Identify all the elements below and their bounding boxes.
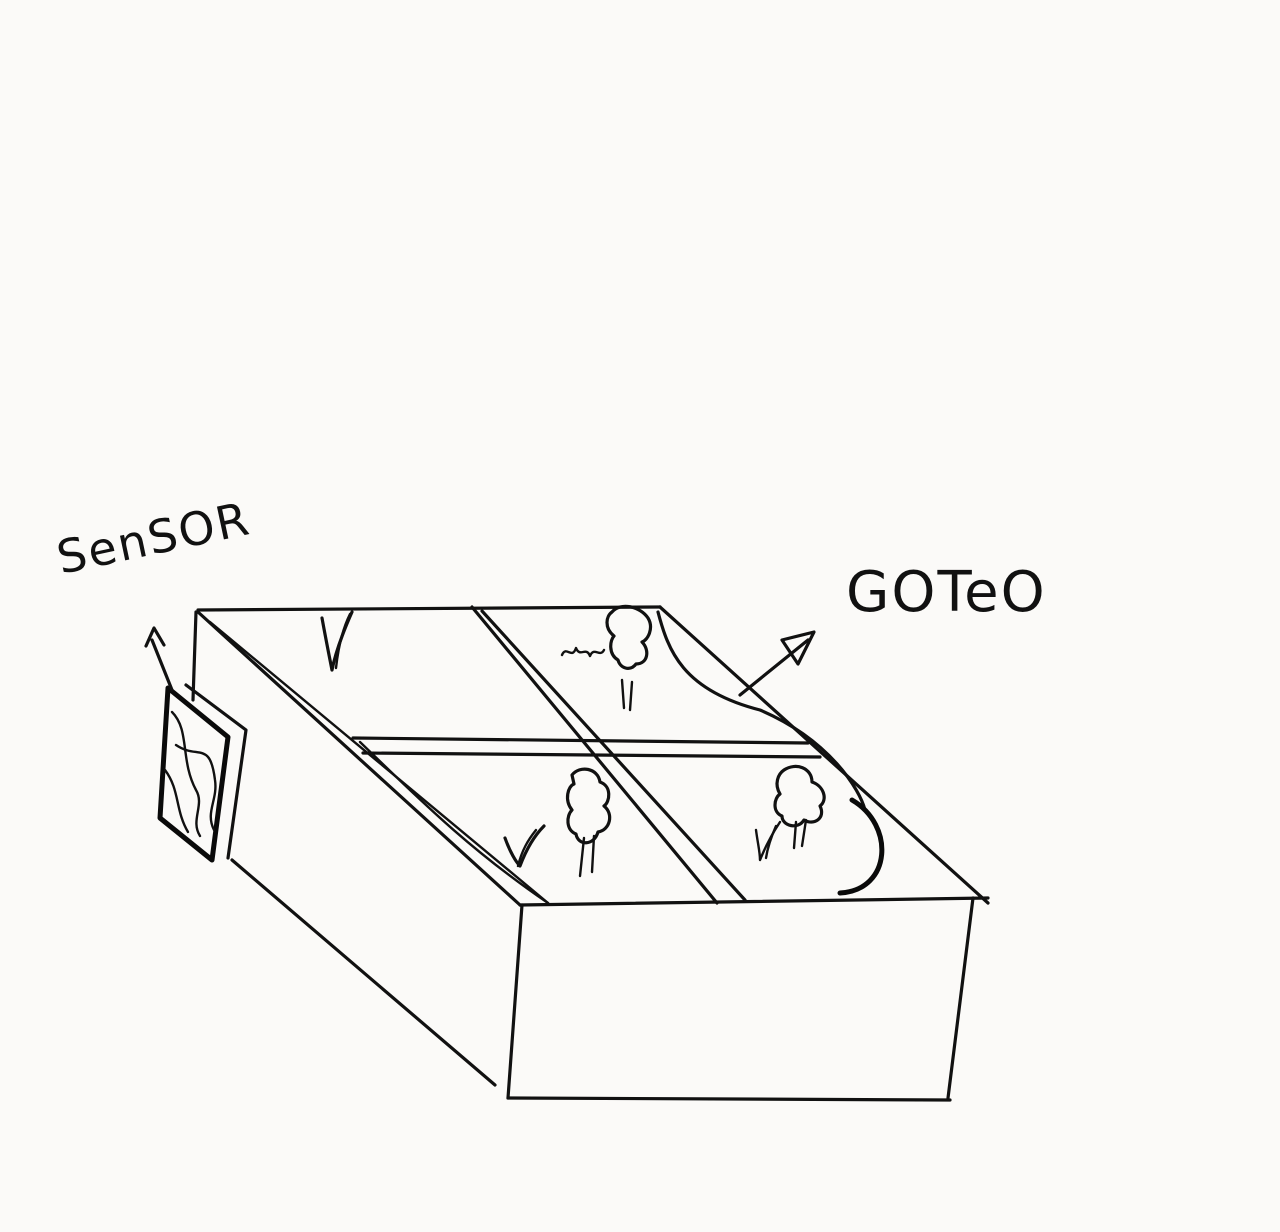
box-front-left-vertical [508, 905, 522, 1098]
drip-hose-curve [840, 800, 882, 893]
box-left-vertical [193, 612, 196, 700]
plant-icon [568, 769, 610, 843]
planter-box [193, 607, 988, 1100]
plant-icon [775, 766, 824, 825]
plant-icon [630, 682, 632, 710]
sensor-arrow-shaft [152, 640, 172, 690]
goteo-arrow [740, 632, 814, 695]
sensor-box-icon [146, 628, 246, 860]
box-top-left-edge [198, 612, 520, 905]
box-inner-left-edge [210, 622, 548, 903]
divider-horizontal-b [363, 753, 820, 757]
box-top-front-edge [520, 898, 988, 905]
plant-icon [622, 680, 624, 708]
sensor-box-front [160, 688, 228, 860]
plant-icon [562, 648, 604, 656]
box-bottom-left-edge [232, 860, 495, 1085]
drip-hose-top [658, 612, 865, 810]
box-front-bottom [508, 1098, 950, 1100]
sensor-box-scribble-1 [172, 712, 200, 836]
box-top-back-edge [198, 607, 660, 610]
goteo-label: GOTeO [846, 560, 1047, 625]
plant-icon [607, 606, 650, 668]
arrow-shaft [740, 640, 808, 695]
box-front-right-vertical [948, 898, 973, 1098]
